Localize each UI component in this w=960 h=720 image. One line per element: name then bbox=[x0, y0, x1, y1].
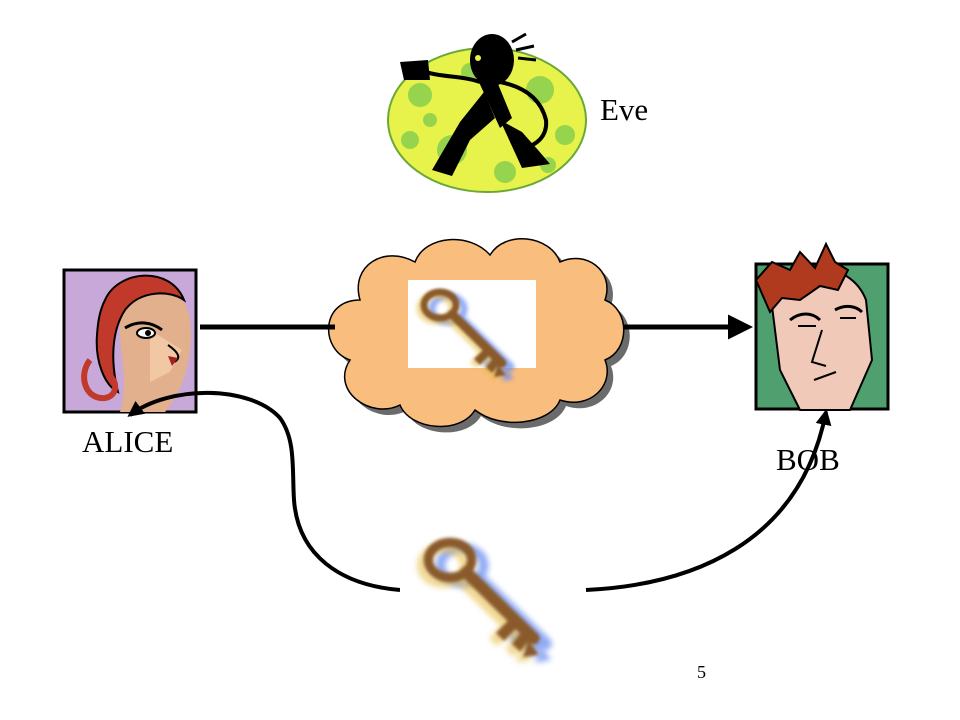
page-number: 5 bbox=[697, 662, 706, 682]
curve-to-bob bbox=[585, 408, 832, 592]
eve-label: Eve bbox=[600, 92, 649, 127]
bob-label: BOB bbox=[776, 442, 840, 477]
eve-figure bbox=[387, 32, 587, 193]
eve-silhouette-icon bbox=[400, 32, 550, 176]
curve-to-alice bbox=[127, 390, 401, 592]
alice-portrait-icon bbox=[62, 268, 198, 414]
bob-portrait-icon bbox=[754, 241, 890, 411]
alice-label: ALICE bbox=[82, 424, 174, 459]
